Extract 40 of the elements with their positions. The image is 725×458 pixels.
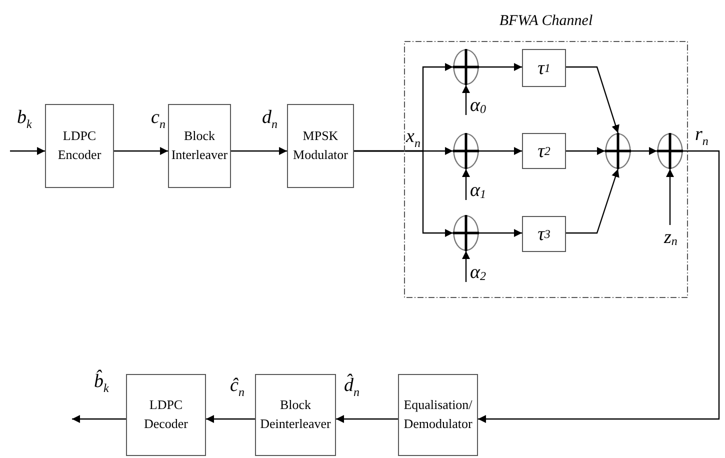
edge-label: d̂$_{n}$: [343, 376, 360, 398]
arrow: [231, 147, 287, 155]
signal-label: z$_{n}$: [660, 225, 688, 247]
arrow: [478, 150, 720, 423]
edge-label: ĉ$_{n}$: [229, 376, 246, 398]
arrow: [566, 168, 620, 234]
signal-label: α$_{0}$: [462, 95, 490, 115]
summer-symbol: [453, 215, 479, 251]
arrow: [479, 147, 522, 155]
summer-symbol: [605, 133, 631, 169]
edge-label: b̂$_{k}$: [93, 372, 110, 394]
channel-title: BFWA Channel: [498, 13, 594, 30]
process-box: MPSK Modulator: [287, 104, 354, 188]
signal-label: α$_{1}$: [462, 180, 490, 200]
edge-label: b$_{k}$: [16, 108, 33, 130]
process-box: Block Deinterleaver: [255, 374, 336, 456]
arrow: [462, 169, 470, 200]
arrow: [72, 415, 126, 423]
arrow: [354, 150, 453, 237]
process-box: Equalisation/ Demodulator: [398, 374, 478, 456]
arrow: [206, 415, 255, 423]
summer-symbol: [453, 49, 479, 85]
arrow: [666, 169, 674, 225]
arrow: [479, 229, 522, 237]
summer-symbol: [657, 133, 683, 169]
process-box: Block Interleaver: [168, 104, 231, 188]
arrow: [10, 147, 45, 155]
edge-label: d$_{n}$: [261, 108, 278, 130]
process-box: LDPC Encoder: [45, 104, 114, 188]
arrow: [462, 251, 470, 282]
arrow: [566, 66, 620, 134]
arrow: [336, 415, 398, 423]
process-box: LDPC Decoder: [126, 374, 206, 456]
arrow: [479, 63, 522, 71]
arrow: [631, 147, 657, 155]
arrow: [114, 147, 168, 155]
arrow: [462, 85, 470, 115]
arrow: [566, 147, 605, 155]
summer-symbol: [453, 133, 479, 169]
signal-label: α$_{2}$: [462, 262, 490, 282]
